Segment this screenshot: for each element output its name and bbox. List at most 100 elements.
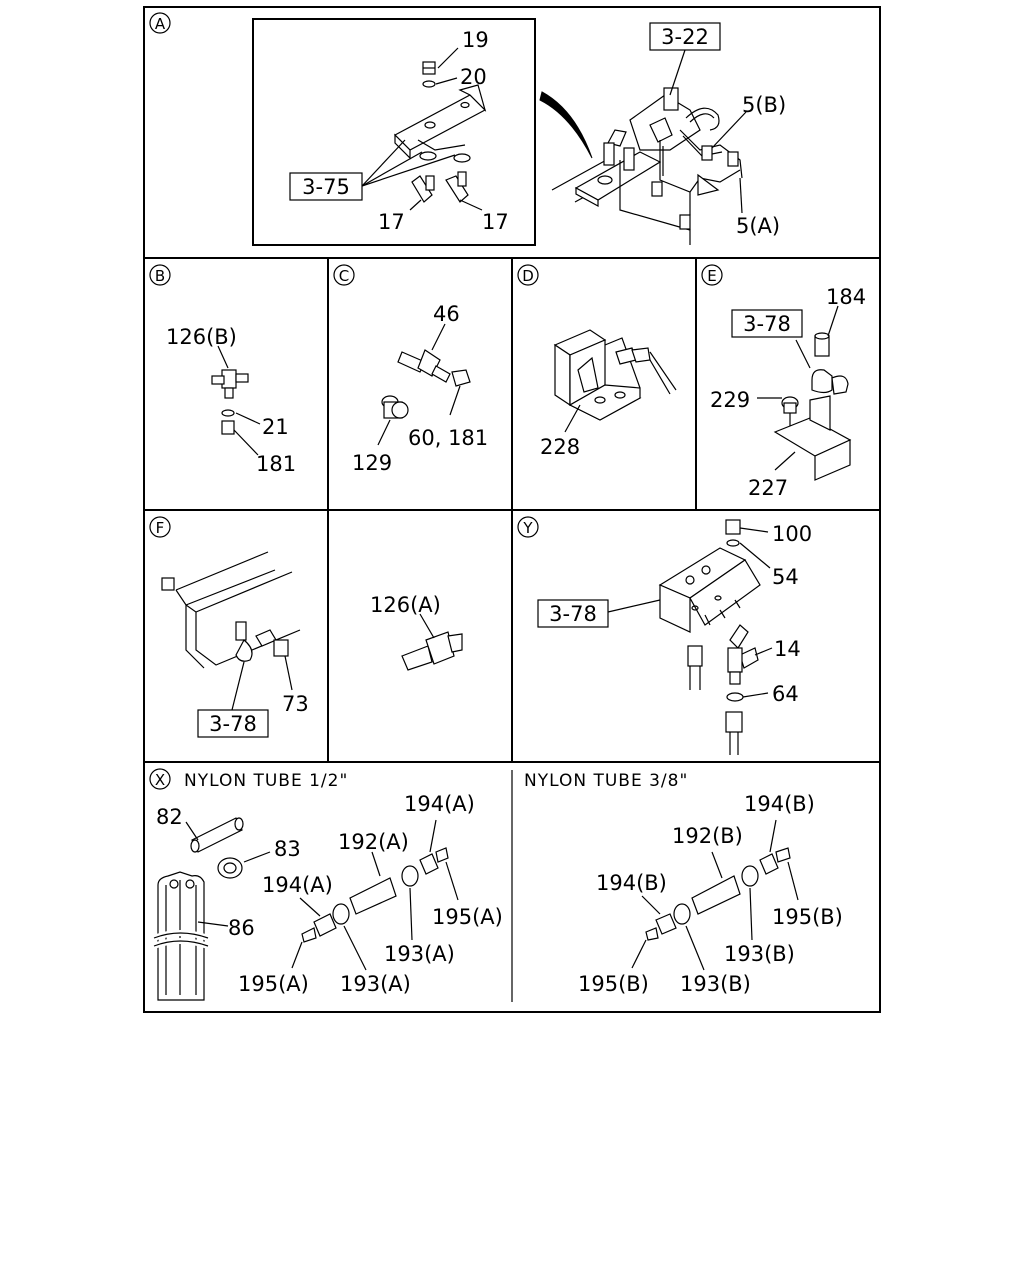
ref-box xyxy=(197,709,269,738)
label-129: 129 xyxy=(352,451,392,475)
bracket-228 xyxy=(553,329,642,421)
label-195b-bottom: 195(B) xyxy=(578,972,649,996)
ref-3-78-y: 3-78 xyxy=(549,602,597,626)
label-17-left: 17 xyxy=(378,210,405,234)
ref-box xyxy=(731,309,803,338)
label-86: 86 xyxy=(228,916,255,940)
panel-c: C 46 129 60, 181 xyxy=(333,264,488,475)
ref-3-78-f: 3-78 xyxy=(209,712,257,736)
extrusion-86 xyxy=(152,871,210,1001)
clip-bracket xyxy=(235,621,289,662)
label-83: 83 xyxy=(274,837,301,861)
tee-fitting-126b xyxy=(211,369,249,399)
elbow-fitting-17 xyxy=(411,171,469,203)
ref-3-75: 3-75 xyxy=(302,175,350,199)
tee-14 xyxy=(727,624,759,685)
nut-19 xyxy=(422,61,436,75)
pipe-fittings xyxy=(687,645,743,755)
ref-3-78-e: 3-78 xyxy=(743,312,791,336)
label-193b-right: 193(B) xyxy=(724,942,795,966)
label-194b-top: 194(B) xyxy=(744,792,815,816)
label-46: 46 xyxy=(433,302,460,326)
grommet-83 xyxy=(217,857,243,879)
clip-184 xyxy=(811,332,849,395)
label-194a-top: 194(A) xyxy=(404,792,475,816)
label-193a-right: 193(A) xyxy=(384,942,455,966)
connector-126a xyxy=(401,631,463,671)
label-195a-right: 195(A) xyxy=(432,905,503,929)
label-229: 229 xyxy=(710,388,750,412)
panel-marker-x: X xyxy=(155,771,165,789)
washer-64 xyxy=(726,692,744,702)
callout-arrow xyxy=(539,91,593,159)
frame-channel xyxy=(161,551,301,669)
panel-marker-c: C xyxy=(339,267,349,285)
tube-82 xyxy=(190,817,244,853)
panel-marker-e: E xyxy=(707,267,716,285)
label-14: 14 xyxy=(774,637,801,661)
inset-bracket xyxy=(394,84,487,163)
panel-marker-d: D xyxy=(522,267,534,285)
ref-3-22: 3-22 xyxy=(661,25,709,49)
panel-a: A 3-75 xyxy=(149,12,786,246)
panel-b: B 126(B) 21 181 xyxy=(149,264,296,476)
label-193a-bottom: 193(A) xyxy=(340,972,411,996)
panel-marker-circle xyxy=(149,12,171,34)
label-227: 227 xyxy=(748,476,788,500)
connector-46 xyxy=(397,349,451,383)
inset-box xyxy=(252,18,536,246)
label-82: 82 xyxy=(156,805,183,829)
fittings-three-eighths xyxy=(645,847,791,941)
label-194a: 194(A) xyxy=(262,873,333,897)
label-20: 20 xyxy=(460,65,487,89)
ref-box xyxy=(289,172,363,201)
nut-60 xyxy=(451,369,471,387)
fittings-half xyxy=(301,847,449,943)
label-195b-right: 195(B) xyxy=(772,905,843,929)
nut-100 xyxy=(725,519,741,535)
label-60-181: 60, 181 xyxy=(408,426,488,450)
label-195a-bottom: 195(A) xyxy=(238,972,309,996)
washer-20 xyxy=(422,80,436,88)
label-192a: 192(A) xyxy=(338,830,409,854)
label-228: 228 xyxy=(540,435,580,459)
washer-54 xyxy=(726,539,740,547)
label-54: 54 xyxy=(772,565,799,589)
label-193b-bottom: 193(B) xyxy=(680,972,751,996)
label-100: 100 xyxy=(772,522,812,546)
panel-g: 126(A) xyxy=(370,593,463,671)
panel-y: Y 3-78 xyxy=(517,516,812,755)
panel-e: E 3-78 184 229 227 xyxy=(701,264,866,500)
panel-x-half-inch: X NYLON TUBE 1/2" 82 83 86 xyxy=(149,768,503,1001)
panel-marker-y: Y xyxy=(522,519,533,537)
panel-d: D 228 xyxy=(517,264,677,459)
label-126b: 126(B) xyxy=(166,325,237,349)
frame-rail-assembly xyxy=(551,87,743,245)
label-184: 184 xyxy=(826,285,866,309)
panel-f: F 3-78 73 xyxy=(149,516,309,738)
hose-fitting xyxy=(615,347,677,395)
plug-129 xyxy=(381,395,409,419)
label-17-right: 17 xyxy=(482,210,509,234)
label-21: 21 xyxy=(262,415,289,439)
label-192b: 192(B) xyxy=(672,824,743,848)
diagram-frame xyxy=(143,6,881,1013)
header-nylon-tube-half: NYLON TUBE 1/2" xyxy=(184,771,348,791)
panel-marker-f: F xyxy=(156,519,165,537)
mount-bracket xyxy=(658,547,761,633)
label-194b: 194(B) xyxy=(596,871,667,895)
washer-21 xyxy=(221,409,235,417)
panel-marker-a: A xyxy=(155,15,166,33)
label-73: 73 xyxy=(282,692,309,716)
ref-box xyxy=(537,599,609,628)
label-64: 64 xyxy=(772,682,799,706)
label-5a: 5(A) xyxy=(736,214,780,238)
label-126a: 126(A) xyxy=(370,593,441,617)
header-nylon-tube-three-eighths: NYLON TUBE 3/8" xyxy=(524,771,688,791)
bracket-227 xyxy=(773,395,852,481)
panel-x-three-eighths: NYLON TUBE 3/8" 194(B) 192(B) 194(B) 195… xyxy=(524,771,843,996)
label-19: 19 xyxy=(462,28,489,52)
label-5b: 5(B) xyxy=(742,93,786,117)
panel-marker-b: B xyxy=(155,267,165,285)
